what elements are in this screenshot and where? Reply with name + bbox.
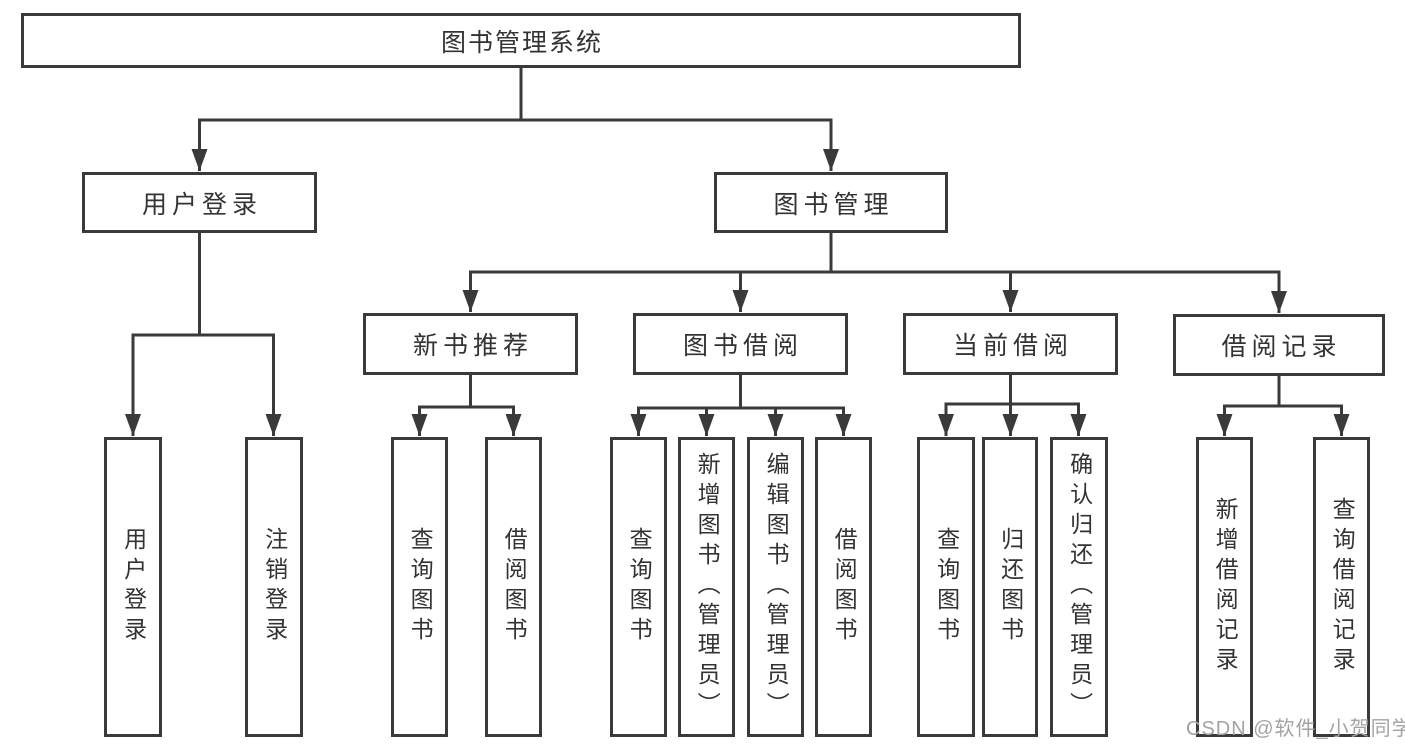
node-borrowing-records: 借阅记录 <box>1173 314 1385 376</box>
node-label: 查询借阅记录 <box>1329 497 1356 677</box>
leaf-user-login: 用户登录 <box>104 437 162 737</box>
csdn-watermark: CSDN @软件_小贺同学 <box>1186 718 1405 740</box>
leaf-records-query-record: 查询借阅记录 <box>1313 437 1370 737</box>
leaf-records-add-record: 新增借阅记录 <box>1196 437 1253 737</box>
node-book-management: 图书管理 <box>714 172 948 233</box>
node-label: 借阅图书 <box>501 527 528 647</box>
leaf-newbook-query-books: 查询图书 <box>391 437 448 737</box>
node-new-book-recommend: 新书推荐 <box>363 313 578 375</box>
node-book-borrowing: 图书借阅 <box>633 313 848 375</box>
node-label: 当前借阅 <box>952 332 1073 360</box>
node-label: 图书管理 <box>773 190 894 219</box>
leaf-logout: 注销登录 <box>245 437 303 737</box>
node-current-borrowing: 当前借阅 <box>903 313 1118 375</box>
node-label: 借阅记录 <box>1221 333 1342 361</box>
node-label: 注销登录 <box>261 527 288 647</box>
node-label: 图书借阅 <box>682 332 803 360</box>
leaf-borrowing-borrow-books: 借阅图书 <box>815 437 872 737</box>
node-label: 新增图书（管理员） <box>694 452 721 722</box>
leaf-newbook-borrow-books: 借阅图书 <box>485 437 542 737</box>
leaf-borrowing-query-books: 查询图书 <box>610 437 667 737</box>
leaf-borrowing-edit-books-admin: 编辑图书（管理员） <box>747 437 804 737</box>
leaf-current-return-books: 归还图书 <box>982 437 1038 737</box>
node-label: 用户登录 <box>141 190 262 219</box>
leaf-current-confirm-return-admin: 确认归还（管理员） <box>1050 437 1108 737</box>
node-label: 查询图书 <box>933 527 960 647</box>
node-label: 借阅图书 <box>831 527 858 647</box>
node-user-login: 用户登录 <box>82 172 317 233</box>
leaf-current-query-books: 查询图书 <box>917 437 975 737</box>
node-label: 用户登录 <box>120 527 147 647</box>
node-label: 归还图书 <box>997 527 1024 647</box>
node-label: 查询图书 <box>626 527 653 647</box>
leaf-borrowing-add-books-admin: 新增图书（管理员） <box>678 437 735 737</box>
node-label: 图书管理系统 <box>440 28 603 57</box>
node-label: 查询图书 <box>407 527 434 647</box>
node-label: 确认归还（管理员） <box>1066 452 1093 722</box>
node-label: 新增借阅记录 <box>1212 497 1239 677</box>
node-label: 新书推荐 <box>412 332 533 360</box>
node-library-system: 图书管理系统 <box>21 13 1021 68</box>
node-label: 编辑图书（管理员） <box>763 452 790 722</box>
